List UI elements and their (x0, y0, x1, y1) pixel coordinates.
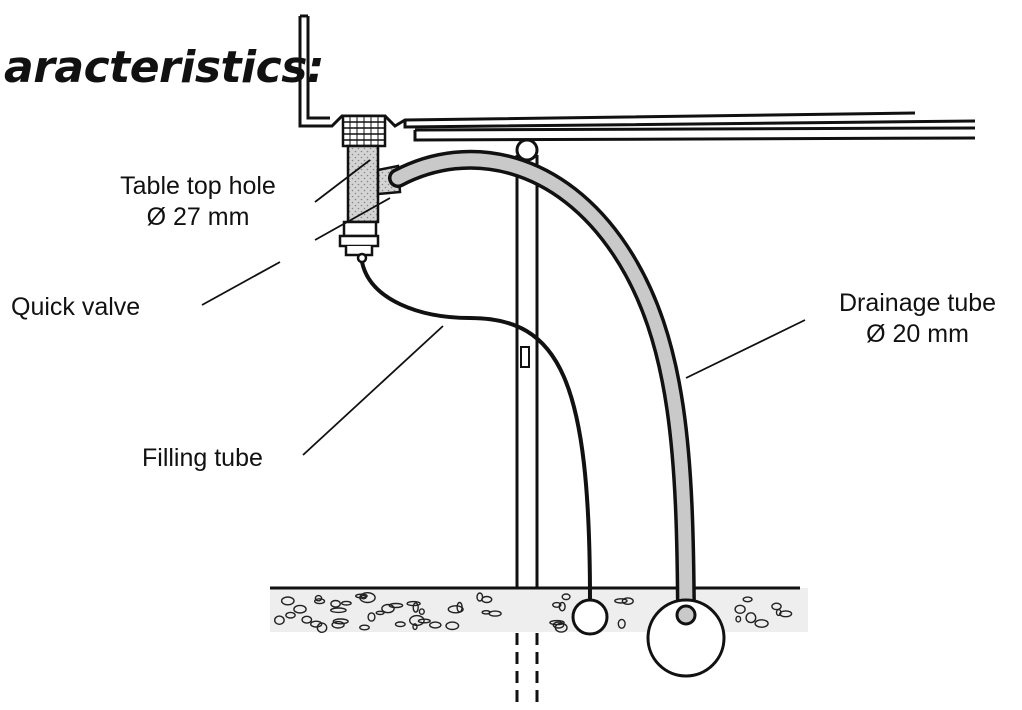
ground-pebble (447, 605, 464, 614)
drainage-tube-outlet (646, 598, 726, 678)
table-top (298, 14, 976, 142)
ground-pebble (412, 623, 418, 631)
quick-valve-label: Quick valve (11, 293, 141, 321)
drainage-tube (388, 149, 696, 625)
ground-pebble (280, 596, 295, 606)
ground-pebble (273, 615, 285, 626)
ground-pebble (445, 621, 460, 631)
ground-pebble (293, 604, 307, 614)
ground-pebble (754, 619, 769, 628)
ground-pebble (359, 624, 370, 631)
filling-tube (360, 261, 592, 601)
ground-pebble (771, 602, 782, 611)
ground-pebble (476, 592, 484, 602)
ground-pebble (554, 622, 568, 633)
ground (270, 586, 808, 634)
ground-pebble (742, 596, 753, 603)
table-top-hole-label-line1: Table top hole (120, 172, 276, 200)
ground-pebble (481, 610, 491, 615)
ground-pebble (412, 602, 419, 613)
ground-pebble (310, 620, 323, 628)
table-top-hole-fitting (341, 114, 402, 224)
ground-pebble (381, 603, 395, 614)
ground-pebble (301, 615, 313, 624)
ground-pebble (735, 615, 742, 623)
leader-drainage-tube (685, 319, 806, 379)
ground-pebble (745, 612, 757, 624)
leader-table-top-hole (314, 159, 371, 203)
ground-pebble (314, 594, 323, 602)
ground-pebble (552, 601, 562, 608)
table-top-hole-label: Table top hole Ø 27 mm (98, 171, 298, 233)
leader-quick-valve (201, 261, 281, 306)
ground-pebble (329, 607, 347, 614)
filling-tube-outlet (571, 598, 609, 636)
table-leg (515, 138, 539, 592)
ground-pebble (734, 604, 746, 614)
ground-pebble (388, 602, 404, 609)
ground-pebble (314, 598, 326, 605)
ground-pebble (621, 597, 634, 605)
drainage-tube-label-line1: Drainage tube (838, 289, 997, 317)
ground-pebble (394, 621, 406, 628)
ground-pebble (614, 598, 628, 604)
ground-pebble (285, 611, 296, 619)
leader-filling-tube (302, 325, 444, 456)
leader-table-top-hole-2 (314, 197, 391, 241)
ground-pebble (428, 621, 442, 629)
filling-tube-label: Filling tube (142, 444, 263, 472)
ground-pebble (375, 610, 385, 616)
ground-pebble (552, 621, 565, 629)
ground-pebble (316, 622, 328, 634)
drainage-tube-label-line2: Ø 20 mm (866, 320, 969, 348)
ground-pebble (561, 593, 571, 601)
ground-pebble (332, 618, 349, 625)
leader-lines (201, 159, 806, 456)
ground-pebble (330, 599, 341, 608)
table-top-hole-label-line2: Ø 27 mm (146, 203, 250, 231)
ground-pebble (779, 610, 793, 618)
quick-valve (338, 220, 380, 264)
page-heading: aracteristics: (4, 42, 325, 93)
ground-pebble (418, 608, 425, 615)
ground-pebble (775, 608, 782, 617)
ground-pebble (340, 600, 352, 606)
ground-pebble (354, 593, 368, 599)
ground-pebble (367, 612, 376, 622)
ground-pebble (617, 618, 626, 629)
drainage-tube-label: Drainage tube Ø 20 mm (815, 288, 1020, 350)
ground-pebble (331, 620, 345, 629)
